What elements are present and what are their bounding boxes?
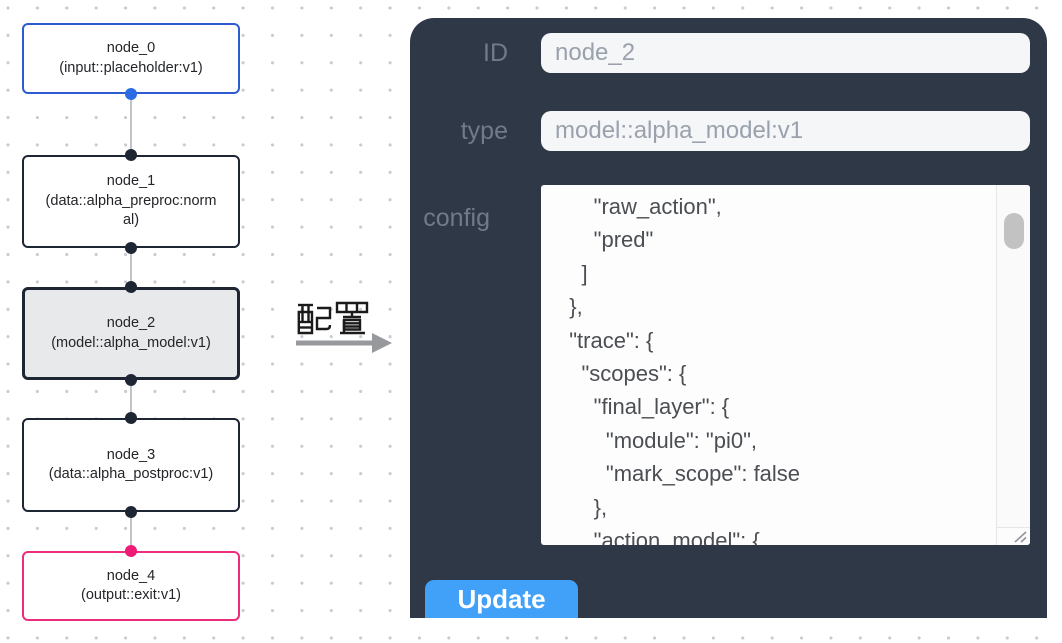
port-out-node_2[interactable] bbox=[125, 374, 137, 386]
node-type-label: (input::placeholder:v1) bbox=[59, 59, 203, 76]
scrollbar-thumb[interactable] bbox=[1004, 213, 1024, 249]
port-out-node_0[interactable] bbox=[125, 88, 137, 100]
type-field-label: type bbox=[460, 117, 508, 145]
config-textarea[interactable]: "raw_action", "pred" ] }, "trace": { "sc… bbox=[541, 185, 1030, 545]
id-field-label: ID bbox=[483, 39, 508, 67]
edge-node_1-node_2 bbox=[130, 248, 132, 287]
flow-node-node_1[interactable]: node_1 (data::alpha_preproc:normal) bbox=[22, 155, 240, 248]
port-in-node_3[interactable] bbox=[125, 412, 137, 424]
edge-node_2-node_3 bbox=[130, 380, 132, 418]
config-field-label: config bbox=[423, 204, 490, 232]
port-in-node_1[interactable] bbox=[125, 149, 137, 161]
flow-node-node_3[interactable]: node_3 (data::alpha_postproc:v1) bbox=[22, 418, 240, 512]
node-title: node_3 bbox=[106, 446, 156, 463]
node-title: node_2 bbox=[106, 315, 156, 331]
edge-node_3-node_4 bbox=[130, 512, 132, 551]
update-button[interactable]: Update bbox=[425, 580, 578, 618]
id-input[interactable] bbox=[541, 33, 1030, 73]
node-title: node_4 bbox=[106, 567, 156, 584]
configure-label bbox=[297, 301, 369, 335]
node-title: node_0 bbox=[106, 40, 156, 56]
node-type-label: (data::alpha_postproc:v1) bbox=[48, 466, 214, 482]
type-input[interactable] bbox=[541, 111, 1030, 151]
node-title: node_1 bbox=[106, 173, 156, 190]
resize-handle-icon[interactable] bbox=[1013, 529, 1029, 544]
arrow-right-icon bbox=[296, 333, 392, 353]
edge-node_0-node_1 bbox=[130, 94, 132, 155]
port-in-node_2[interactable] bbox=[125, 281, 137, 293]
node-type-label: (data::alpha_preproc:normal) bbox=[45, 192, 217, 229]
config-panel: ID type config "raw_action", "pred" ] },… bbox=[410, 18, 1047, 618]
textarea-corner bbox=[996, 527, 1030, 545]
port-out-node_1[interactable] bbox=[125, 242, 137, 254]
port-out-node_3[interactable] bbox=[125, 506, 137, 518]
flow-node-node_2[interactable]: node_2 (model::alpha_model:v1) bbox=[22, 287, 240, 380]
configure-label-text: 配置 bbox=[0, 0, 1, 1]
node-type-label: (output::exit:v1) bbox=[81, 587, 181, 603]
flow-node-node_0[interactable]: node_0 (input::placeholder:v1) bbox=[22, 23, 240, 94]
flow-node-node_4[interactable]: node_4 (output::exit:v1) bbox=[22, 551, 240, 621]
port-in-node_4[interactable] bbox=[125, 545, 137, 557]
config-json-text[interactable]: "raw_action", "pred" ] }, "trace": { "sc… bbox=[569, 194, 801, 545]
node-type-label: (model::alpha_model:v1) bbox=[51, 334, 211, 351]
scrollbar-track[interactable] bbox=[996, 185, 1030, 527]
